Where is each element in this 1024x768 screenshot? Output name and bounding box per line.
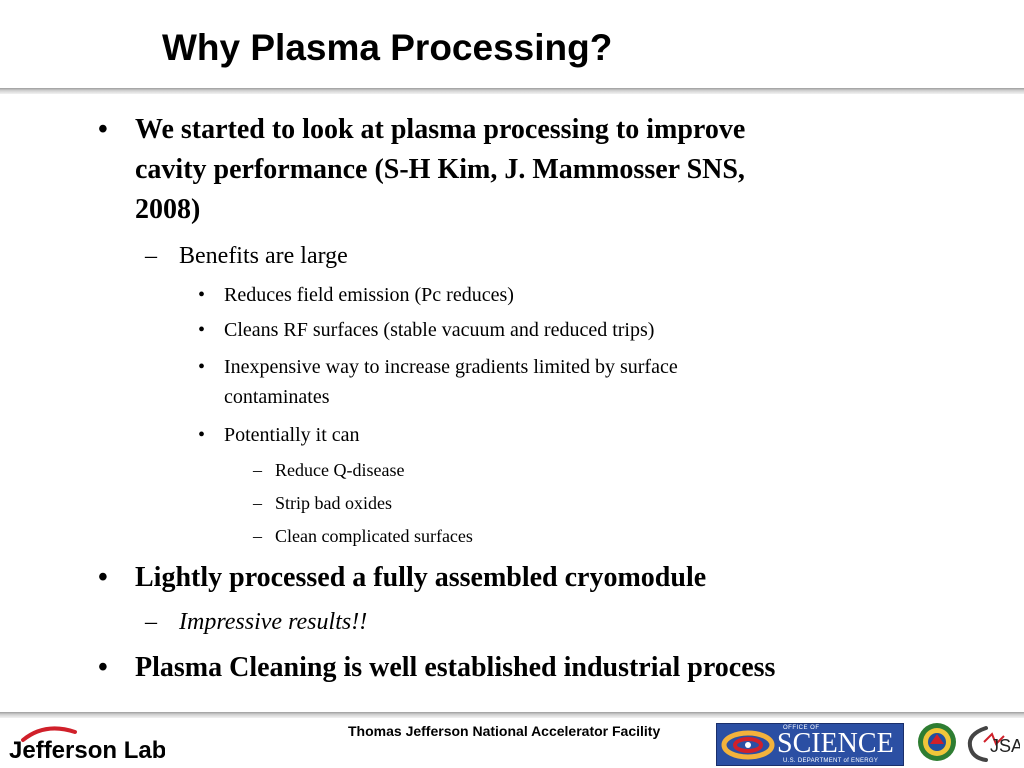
badge-department: U.S. DEPARTMENT of ENERGY [783, 758, 879, 764]
sub-bullet-text: Impressive results!! [179, 609, 368, 635]
benefit-item: • Inexpensive way to increase gradients … [198, 352, 864, 412]
sub-bullet-results: – Impressive results!! [145, 606, 879, 638]
sub-bullet-text: Benefits are large [179, 243, 348, 269]
jefferson-lab-logo: Jefferson Lab [9, 726, 165, 764]
title-divider [0, 88, 1024, 94]
potential-text: Strip bad oxides [275, 493, 392, 513]
bullet-marker: • [198, 284, 206, 306]
benefit-text-line: Inexpensive way to increase gradients li… [224, 356, 678, 378]
dash-marker: – [145, 243, 157, 269]
bullet-marker: • [98, 114, 108, 145]
logo-text: Jefferson Lab [9, 737, 165, 764]
jsa-logo: JSA [967, 726, 1020, 762]
footer-divider [0, 712, 1024, 718]
benefit-item: • Reduces field emission (Pc reduces) [198, 280, 864, 310]
potential-item: – Reduce Q-disease [253, 457, 775, 483]
dash-marker: – [253, 493, 262, 513]
slide-title: Why Plasma Processing? [162, 27, 613, 68]
bullet-marker: • [198, 424, 206, 446]
potential-text: Reduce Q-disease [275, 460, 405, 480]
bullet-marker: • [198, 356, 206, 378]
bullet-text: Lightly processed a fully assembled cryo… [135, 562, 707, 593]
jsa-text: JSA [990, 736, 1020, 756]
benefit-text: Reduces field emission (Pc reduces) [224, 284, 514, 306]
bullet-item-3: • Plasma Cleaning is well established in… [98, 648, 905, 688]
bullet-text-line: We started to look at plasma processing … [135, 114, 746, 145]
bullet-marker: • [98, 652, 108, 683]
bullet-marker: • [198, 319, 206, 341]
doe-seal-icon [918, 723, 956, 761]
dash-marker: – [145, 609, 157, 635]
benefit-text: Potentially it can [224, 424, 360, 446]
bullet-text: Plasma Cleaning is well established indu… [135, 652, 776, 683]
benefit-item: • Cleans RF surfaces (stable vacuum and … [198, 315, 864, 345]
badge-science-word: SCIENCE [777, 728, 894, 759]
benefit-text-line: contaminates [224, 386, 330, 408]
dash-marker: – [253, 526, 262, 546]
badge-office-of: OFFICE OF [783, 725, 820, 731]
office-of-science-badge: OFFICE OF SCIENCE U.S. DEPARTMENT of ENE… [716, 723, 904, 766]
bullet-text-line: cavity performance (S-H Kim, J. Mammosse… [135, 154, 745, 185]
bullet-text-line: 2008) [135, 194, 201, 225]
bullet-item-1: • We started to look at plasma processin… [98, 110, 905, 230]
sub-bullet-benefits: – Benefits are large [145, 240, 879, 272]
science-swirl-icon [721, 730, 775, 760]
institution-name: Thomas Jefferson National Accelerator Fa… [348, 723, 661, 739]
potential-text: Clean complicated surfaces [275, 526, 473, 546]
benefit-item: • Potentially it can [198, 420, 864, 450]
dash-marker: – [253, 460, 262, 480]
benefit-text: Cleans RF surfaces (stable vacuum and re… [224, 319, 655, 341]
bullet-item-2: • Lightly processed a fully assembled cr… [98, 558, 905, 598]
bullet-marker: • [98, 562, 108, 593]
potential-item: – Clean complicated surfaces [253, 523, 775, 549]
potential-item: – Strip bad oxides [253, 490, 775, 516]
